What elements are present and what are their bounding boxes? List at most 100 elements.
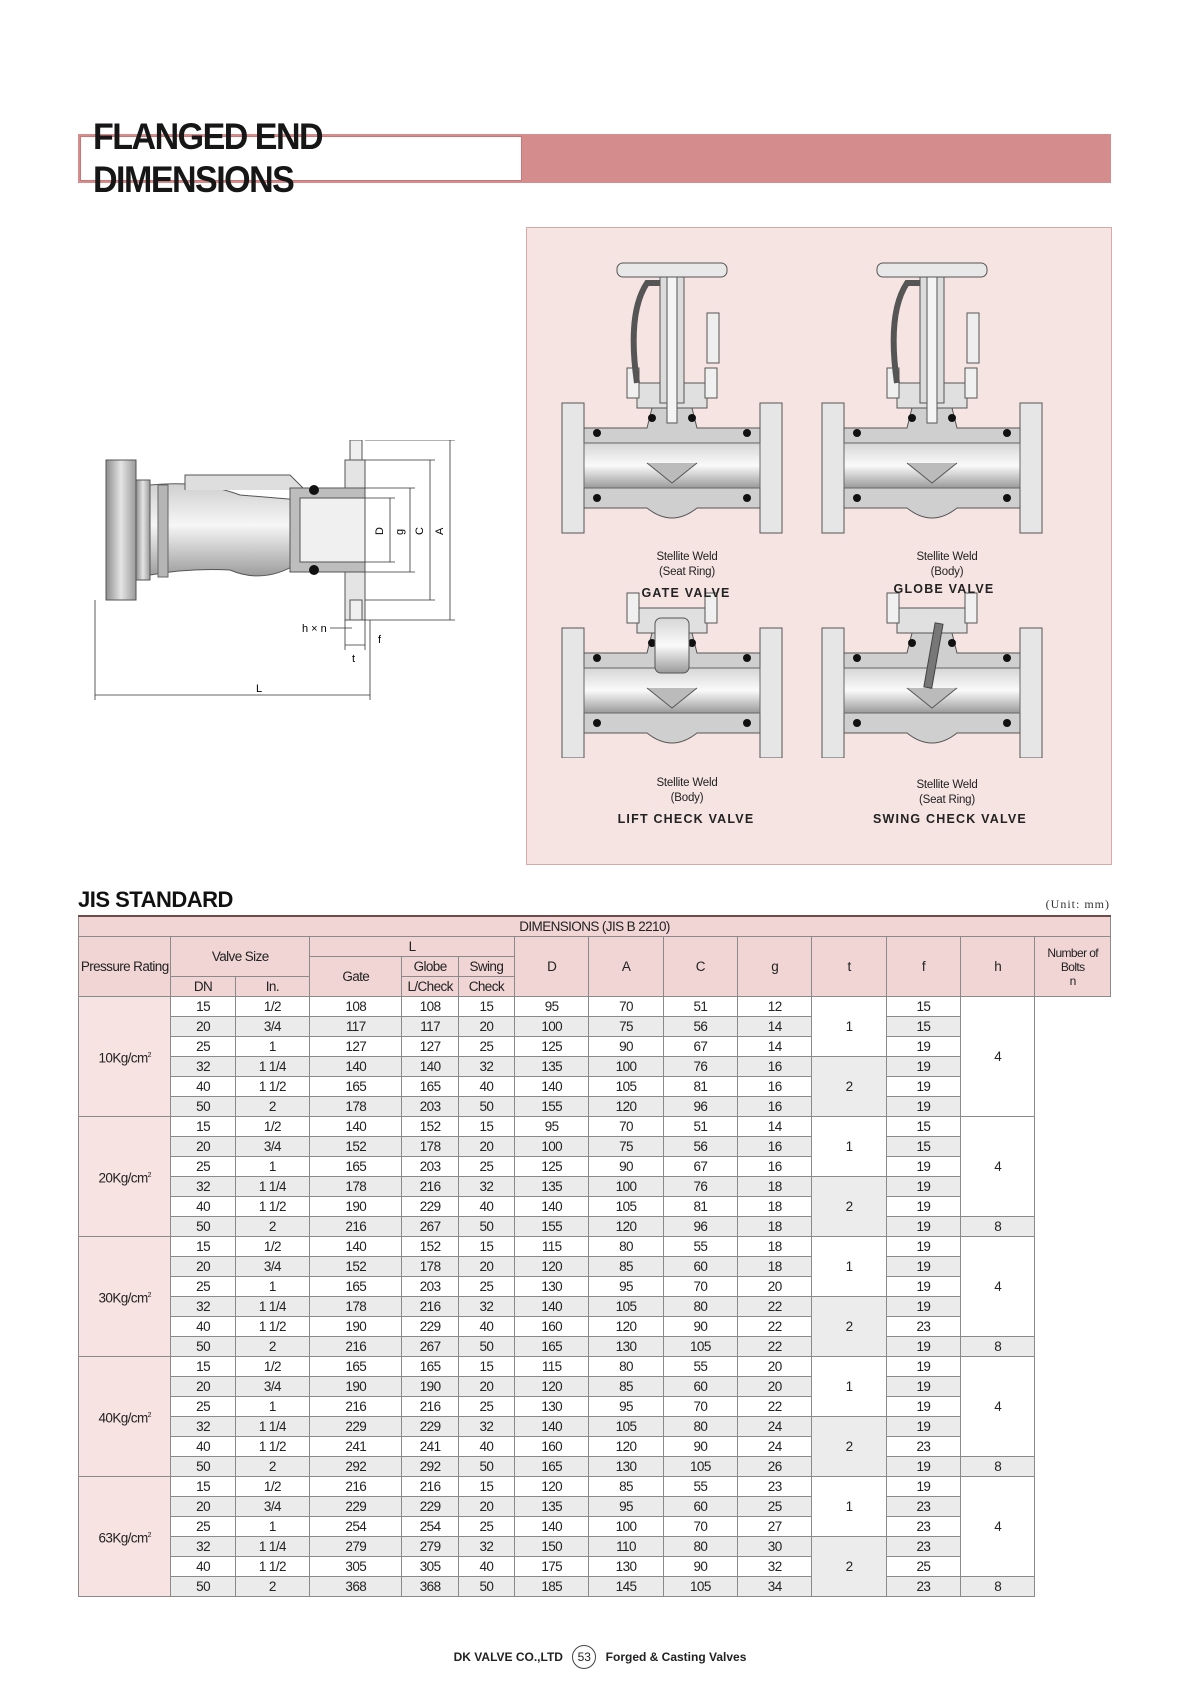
table-cell: 20 xyxy=(457,1016,516,1037)
table-cell: 24 xyxy=(737,1436,813,1457)
table-cell: 145 xyxy=(588,1576,664,1597)
table-cell: 90 xyxy=(662,1556,739,1577)
table-cell: 130 xyxy=(588,1456,664,1477)
header-In: In. xyxy=(234,976,311,997)
table-cell: 25 xyxy=(170,1276,236,1297)
table-cell: 15 xyxy=(457,1236,516,1257)
table-cell: 3/4 xyxy=(234,1376,311,1397)
table-cell: 76 xyxy=(662,1176,739,1197)
table-cell: 96 xyxy=(662,1096,739,1117)
table-cell: 20 xyxy=(737,1356,813,1377)
table-cell: 178 xyxy=(309,1176,403,1197)
page-title: FLANGED END DIMENSIONS xyxy=(93,115,324,201)
table-cell: 85 xyxy=(588,1476,664,1497)
table-cell: 160 xyxy=(514,1316,590,1337)
table-cell: 1 1/2 xyxy=(234,1196,311,1217)
valve-figure-gate xyxy=(561,262,783,534)
header-t: t xyxy=(811,936,887,997)
table-cell: 216 xyxy=(309,1336,403,1357)
header-check: Check xyxy=(457,976,516,997)
table-cell: 203 xyxy=(401,1156,459,1177)
table-cell: 90 xyxy=(662,1316,739,1337)
table-cell: 40 xyxy=(457,1076,516,1097)
valve-illustration-panel xyxy=(526,227,1112,865)
pressure-rating-exponent: 2 xyxy=(147,1051,152,1059)
pressure-rating-cell: 10Kg/cm2 xyxy=(77,996,172,1117)
table-cell: 19 xyxy=(885,1036,962,1057)
dim-label-D: D xyxy=(374,527,386,535)
footer: DK VALVE CO.,LTD 53 Forged & Casting Val… xyxy=(0,1645,1200,1669)
table-cell: 1 xyxy=(811,1476,887,1537)
callout-swing-line1: Stellite Weld xyxy=(916,779,978,791)
table-cell: 15 xyxy=(170,1236,236,1257)
table-cell: 292 xyxy=(309,1456,403,1477)
table-cell: 267 xyxy=(401,1336,459,1357)
callout-lift-check: Stellite Weld (Body) xyxy=(632,776,742,806)
table-cell: 25 xyxy=(885,1556,962,1577)
table-cell: 105 xyxy=(588,1196,664,1217)
table-cell: 15 xyxy=(885,1136,962,1157)
table-cell: 1 1/4 xyxy=(234,1176,311,1197)
table-cell: 292 xyxy=(401,1456,459,1477)
page-title-box: FLANGED END DIMENSIONS xyxy=(80,116,522,200)
table-cell: 50 xyxy=(170,1096,236,1117)
table-cell: 20 xyxy=(170,1496,236,1517)
table-cell: 22 xyxy=(737,1396,813,1417)
table-cell: 40 xyxy=(170,1436,236,1457)
flange-dimension-schematic: D g C A h × n t f L xyxy=(94,440,455,700)
table-cell: 22 xyxy=(737,1336,813,1357)
table-cell: 152 xyxy=(309,1136,403,1157)
table-cell: 8 xyxy=(960,1216,1036,1237)
table-cell: 1 1/2 xyxy=(234,1316,311,1337)
table-cell: 1 xyxy=(234,1276,311,1297)
table-cell: 23 xyxy=(885,1536,962,1557)
table-cell: 165 xyxy=(401,1076,459,1097)
table-cell: 32 xyxy=(457,1176,516,1197)
table-cell: 40 xyxy=(170,1556,236,1577)
pressure-rating-value: 40Kg/cm xyxy=(98,1410,149,1426)
table-cell: 178 xyxy=(401,1256,459,1277)
table-cell: 117 xyxy=(309,1016,403,1037)
table-cell: 19 xyxy=(885,1416,962,1437)
header-bolts: Number of Bolts n xyxy=(1034,936,1111,997)
table-cell: 15 xyxy=(170,1356,236,1377)
table-cell: 127 xyxy=(309,1036,403,1057)
table-cell: 216 xyxy=(401,1396,459,1417)
table-cell: 305 xyxy=(401,1556,459,1577)
table-cell: 55 xyxy=(662,1476,739,1497)
dim-label-hn: h × n xyxy=(302,623,327,635)
table-cell: 368 xyxy=(401,1576,459,1597)
table-cell: 85 xyxy=(588,1376,664,1397)
table-cell: 4 xyxy=(960,996,1036,1117)
header-f: f xyxy=(885,936,962,997)
table-cell: 2 xyxy=(811,1056,887,1117)
callout-swing-check: Stellite Weld (Seat Ring) xyxy=(892,778,1002,808)
dimensions-table: DIMENSIONS (JIS B 2210) Pressure Rating … xyxy=(77,915,1111,1597)
table-cell: 279 xyxy=(309,1536,403,1557)
table-cell: 24 xyxy=(737,1416,813,1437)
table-cell: 25 xyxy=(737,1496,813,1517)
table-cell: 90 xyxy=(662,1436,739,1457)
valve-figure-globe xyxy=(821,262,1043,534)
table-cell: 26 xyxy=(737,1456,813,1477)
table-cell: 55 xyxy=(662,1236,739,1257)
table-cell: 20 xyxy=(457,1256,516,1277)
table-cell: 190 xyxy=(309,1316,403,1337)
table-cell: 70 xyxy=(588,996,664,1017)
table-cell: 130 xyxy=(588,1336,664,1357)
table-cell: 40 xyxy=(170,1316,236,1337)
table-cell: 25 xyxy=(170,1516,236,1537)
table-cell: 120 xyxy=(588,1216,664,1237)
table-cell: 152 xyxy=(401,1236,459,1257)
table-caption: DIMENSIONS (JIS B 2210) xyxy=(78,915,1111,937)
